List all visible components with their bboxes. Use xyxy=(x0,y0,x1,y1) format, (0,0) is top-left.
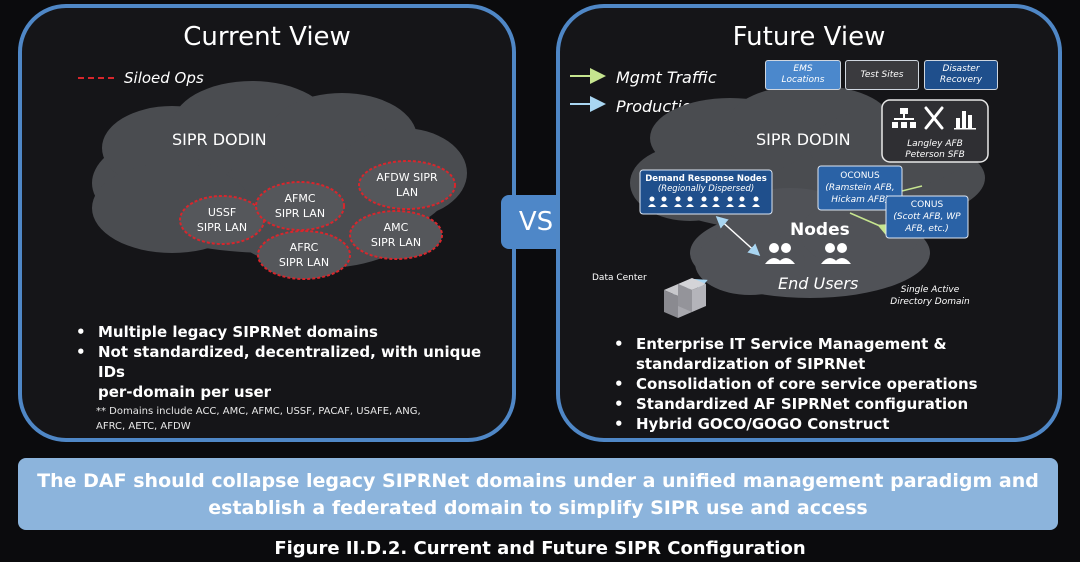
mgmt-arrow-oconus xyxy=(849,212,891,236)
hq-box: Langley AFB Peterson SFB xyxy=(881,99,989,163)
lan-cloud-afmc: AFMC SIPR LAN xyxy=(255,181,345,231)
prod-arrow-demand xyxy=(715,215,761,257)
domains-note-line2: AFRC, AETC, AFDW xyxy=(96,421,191,432)
demand-title: Demand Response Nodes xyxy=(645,174,767,184)
lan-cloud-amc: AMC SIPR LAN xyxy=(349,210,443,260)
ems-line2: Locations xyxy=(781,75,825,85)
oconus-line3: Hickam AFB) xyxy=(831,195,889,205)
lan-afrc-line2: SIPR LAN xyxy=(279,256,329,269)
lan-ussf-line1: USSF xyxy=(208,206,236,219)
future-view-panel: Future View Mgmt Traffic Production Traf… xyxy=(556,4,1062,442)
lan-cloud-afdw: AFDW SIPR LAN xyxy=(358,160,456,210)
bullet-item-continuation: per-domain per user xyxy=(72,382,512,402)
hq-line1: Langley AFB xyxy=(907,139,963,149)
oconus-title: OCONUS xyxy=(840,171,880,181)
server-rack-icon xyxy=(664,278,706,318)
future-view-title: Future View xyxy=(732,22,886,52)
lan-afdw-line1: AFDW SIPR xyxy=(376,171,438,184)
current-view-panel: Current View Siloed Ops SIPR DODIN USSF … xyxy=(18,4,516,442)
siloed-legend-label: Siloed Ops xyxy=(124,69,204,87)
figure-caption: Figure II.D.2. Current and Future SIPR C… xyxy=(274,538,806,559)
mgmt-legend-label: Mgmt Traffic xyxy=(616,68,717,87)
oconus-box: OCONUS (Ramstein AFB, Hickam AFB) xyxy=(817,165,903,211)
ems-line1: EMS xyxy=(793,64,813,74)
single-active-line1: Single Active xyxy=(901,285,960,295)
users-group-icon xyxy=(648,196,760,207)
end-users-label: End Users xyxy=(778,274,858,293)
demand-subtitle: (Regionally Dispersed) xyxy=(658,184,754,194)
bullet-item: Standardized AF SIPRNet configuration xyxy=(610,394,978,414)
future-view-diagram: Mgmt Traffic Production Traffic SIPR DOD… xyxy=(570,68,989,318)
end-users-icon xyxy=(765,243,851,264)
bullet-item: Consolidation of core service operations xyxy=(610,374,978,394)
lan-afrc-line1: AFRC xyxy=(290,241,319,254)
data-center-label: Data Center xyxy=(592,273,647,283)
lan-afmc-line1: AFMC xyxy=(284,192,315,205)
conus-box: CONUS (Scott AFB, WP AFB, etc.) xyxy=(885,195,969,239)
bullet-item: Hybrid GOCO/GOGO Construct xyxy=(610,414,978,434)
bullet-item-continuation: standardization of SIPRNet xyxy=(610,354,978,374)
lan-afmc-line2: SIPR LAN xyxy=(275,207,325,220)
dr-line2: Recovery xyxy=(939,75,983,85)
bullet-continuation-text: per-domain per user xyxy=(98,383,272,401)
current-view-title: Current View xyxy=(183,22,351,52)
lan-ussf-line2: SIPR LAN xyxy=(197,221,247,234)
hq-line2: Peterson SFB xyxy=(905,150,965,160)
nodes-label: Nodes xyxy=(790,220,850,240)
conus-title: CONUS xyxy=(911,200,944,210)
bullet-item: Not standardized, decentralized, with un… xyxy=(72,342,512,382)
sipr-dodin-title: SIPR DODIN xyxy=(756,130,851,149)
banner-line1: The DAF should collapse legacy SIPRNet d… xyxy=(37,470,1039,492)
sipr-dodin-title: SIPR DODIN xyxy=(172,130,267,149)
lan-amc-line2: SIPR LAN xyxy=(371,236,421,249)
domains-note: ** Domains include ACC, AMC, AFMC, USSF,… xyxy=(96,404,456,434)
bullet-item: Multiple legacy SIPRNet domains xyxy=(72,322,512,342)
tools-icon xyxy=(924,106,944,130)
current-view-bullets: Multiple legacy SIPRNet domains Not stan… xyxy=(72,322,512,402)
single-active-line2: Directory Domain xyxy=(890,297,970,307)
lan-afdw-line2: LAN xyxy=(396,186,418,199)
current-view-diagram: Siloed Ops SIPR DODIN USSF SIPR LAN AFMC… xyxy=(78,69,467,280)
conus-line3: AFB, etc.) xyxy=(904,224,949,234)
test-sites-button[interactable]: Test Sites xyxy=(845,60,919,90)
dr-line1: Disaster xyxy=(942,64,980,74)
lan-cloud-ussf: USSF SIPR LAN xyxy=(179,195,265,245)
domains-note-line1: ** Domains include ACC, AMC, AFMC, USSF,… xyxy=(96,406,421,417)
org-chart-icon xyxy=(892,108,916,128)
conclusion-banner: The DAF should collapse legacy SIPRNet d… xyxy=(18,458,1058,530)
demand-response-box: Demand Response Nodes (Regionally Disper… xyxy=(639,169,773,215)
oconus-line2: (Ramstein AFB, xyxy=(825,183,894,193)
banner-line2: establish a federated domain to simplify… xyxy=(208,497,868,519)
bullet-item: Enterprise IT Service Management & xyxy=(610,334,978,354)
lan-cloud-afrc: AFRC SIPR LAN xyxy=(257,230,351,280)
conus-line2: (Scott AFB, WP xyxy=(893,212,961,222)
lan-amc-line1: AMC xyxy=(384,221,409,234)
bullet-continuation-text: standardization of SIPRNet xyxy=(636,355,866,373)
future-view-bullets: Enterprise IT Service Management & stand… xyxy=(610,334,978,434)
test-sites-label: Test Sites xyxy=(860,69,904,80)
bar-chart-icon xyxy=(954,111,976,130)
